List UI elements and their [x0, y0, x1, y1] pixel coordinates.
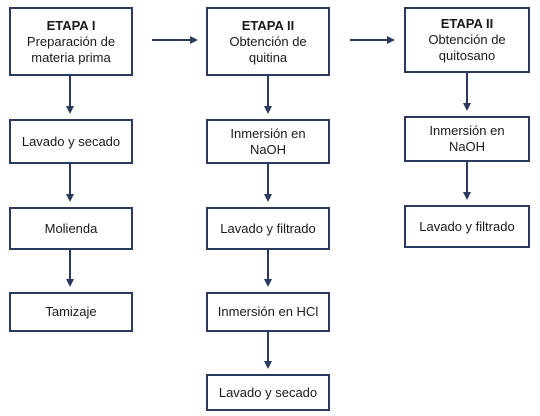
stage1-step1-box: Lavado y secado	[9, 119, 133, 164]
stage1-step3-box: Tamizaje	[9, 292, 133, 332]
stage2-header-box: ETAPA II Obtención de quitina	[206, 7, 330, 76]
stage1-step2-label: Molienda	[44, 220, 98, 236]
stage2-step4-box: Lavado y secado	[206, 374, 330, 411]
stage2-step4-label: Lavado y secado	[218, 384, 318, 400]
stage3-subtitle-line2: quitosano	[438, 48, 496, 63]
stage2-step2-label: Lavado y filtrado	[220, 220, 316, 236]
stage1-step1-label: Lavado y secado	[21, 133, 121, 149]
stage2-step3-label: Inmersión en HCl	[217, 304, 319, 319]
stage3-step2-box: Lavado y filtrado	[404, 205, 530, 248]
stage2-subtitle-line2: quitina	[248, 49, 288, 65]
stage2-subtitle-line1: Obtención de	[229, 33, 307, 49]
stage3-step1-box: Inmersión en NaOH	[404, 116, 530, 162]
stage2-step3-box: Inmersión en HCl	[206, 292, 330, 332]
stage1-step2-box: Molienda	[9, 207, 133, 250]
stage3-header-box: ETAPA II Obtención de quitosano	[404, 7, 530, 73]
stage1-step3-label: Tamizaje	[45, 304, 97, 319]
stage1-subtitle-line2: materia prima	[31, 49, 111, 65]
stage2-step1-box: Inmersión en NaOH	[206, 119, 330, 164]
stage1-header-box: ETAPA I Preparación de materia prima	[9, 7, 133, 76]
stage3-step1-line2: NaOH	[448, 139, 486, 154]
stage2-step1-line1: Inmersión en	[230, 125, 306, 141]
stage2-step2-box: Lavado y filtrado	[206, 207, 330, 250]
stage2-step1-line2: NaOH	[249, 141, 287, 157]
stage3-step1-line1: Inmersión en	[429, 123, 505, 138]
stage3-step2-label: Lavado y filtrado	[419, 218, 515, 234]
stage3-title: ETAPA II	[440, 16, 494, 31]
stage1-title: ETAPA I	[46, 17, 96, 33]
stage1-subtitle-line1: Preparación de	[26, 33, 116, 49]
stage3-subtitle-line1: Obtención de	[428, 32, 506, 47]
stage2-title: ETAPA II	[241, 17, 295, 33]
